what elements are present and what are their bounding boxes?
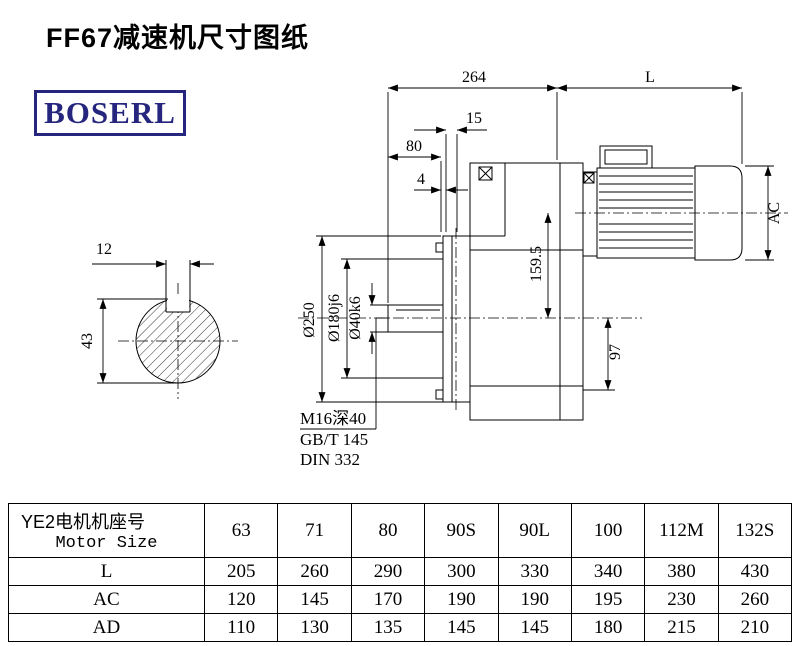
cell: 120 [203, 585, 279, 614]
dim-L-label: L [645, 69, 655, 86]
reducer-side-view [298, 145, 788, 421]
motor-dimension-table: YE2电机机座号 Motor Size 63 71 80 90S 90L 100… [8, 503, 793, 642]
dia-180-label: Ø180j6 [326, 294, 343, 342]
cell: 195 [570, 585, 646, 614]
dia-40-label: Ø40k6 [347, 296, 364, 340]
note-din-label: DIN 332 [300, 450, 360, 469]
dim-264-label: 264 [462, 69, 486, 86]
size-col-header: 71 [277, 503, 352, 558]
dim-43-label: 43 [79, 333, 96, 349]
cell: 260 [277, 557, 352, 586]
motor-size-header-cell: YE2电机机座号 Motor Size [8, 503, 205, 558]
dia-250-label: Ø250 [301, 302, 318, 338]
size-col-header: 100 [570, 503, 646, 558]
size-col-header: 90S [424, 503, 499, 558]
dim-97-label: 97 [607, 344, 624, 360]
cell: 190 [424, 585, 499, 614]
cell: 300 [424, 557, 499, 586]
dim-159-label: 159.5 [528, 246, 545, 282]
page-title: FF67减速机尺寸图纸 [46, 23, 310, 53]
tapped-hole-notes: M16深40 GB/T 145 DIN 332 [300, 317, 388, 469]
cell: 340 [570, 557, 646, 586]
boserl-logo: BOSERL [34, 90, 186, 136]
row-label: L [8, 557, 205, 586]
cell: 145 [497, 613, 572, 642]
cell: 210 [717, 613, 793, 642]
cell: 170 [350, 585, 426, 614]
cell: 180 [570, 613, 646, 642]
dim-4-label: 4 [417, 171, 425, 188]
size-col-header: 80 [350, 503, 426, 558]
cell: 260 [717, 585, 793, 614]
cell: 190 [497, 585, 572, 614]
table-header-row: YE2电机机座号 Motor Size 63 71 80 90S 90L 100… [8, 503, 793, 558]
cell: 230 [644, 585, 719, 614]
dimensions: 264 L 15 80 4 Ø250 Ø180j6 Ø40k6 159.5 [301, 69, 783, 403]
shaft-section-view: 12 43 [79, 241, 238, 399]
cell: 205 [203, 557, 279, 586]
dim-80-label: 80 [406, 138, 422, 155]
size-col-header: 90L [497, 503, 572, 558]
cell: 145 [277, 585, 352, 614]
dim-AC-label: AC [766, 202, 783, 224]
row-label: AC [8, 585, 205, 614]
cell: 380 [644, 557, 719, 586]
logo-text: BOSERL [44, 95, 176, 130]
cell: 330 [497, 557, 572, 586]
size-col-header: 132S [717, 503, 793, 558]
cell: 430 [717, 557, 793, 586]
cell: 130 [277, 613, 352, 642]
table-row-L: L 205 260 290 300 330 340 380 430 [8, 557, 793, 586]
motor-size-label-cn: YE2电机机座号 [21, 512, 146, 532]
size-col-header: 63 [203, 503, 279, 558]
note-m16-label: M16深40 [300, 409, 366, 428]
dim-12-label: 12 [96, 241, 112, 258]
cell: 135 [350, 613, 426, 642]
cell: 145 [424, 613, 499, 642]
cell: 215 [644, 613, 719, 642]
cell: 110 [203, 613, 279, 642]
motor-size-label-en: Motor Size [55, 534, 158, 553]
table-row-AD: AD 110 130 135 145 145 180 215 210 [8, 613, 793, 642]
row-label: AD [8, 613, 205, 642]
technical-drawing: 12 43 [79, 69, 788, 469]
table-row-AC: AC 120 145 170 190 190 195 230 260 [8, 585, 793, 614]
size-col-header: 112M [644, 503, 719, 558]
cell: 290 [350, 557, 426, 586]
note-gbt-label: GB/T 145 [300, 430, 368, 449]
dim-15-label: 15 [466, 110, 482, 127]
